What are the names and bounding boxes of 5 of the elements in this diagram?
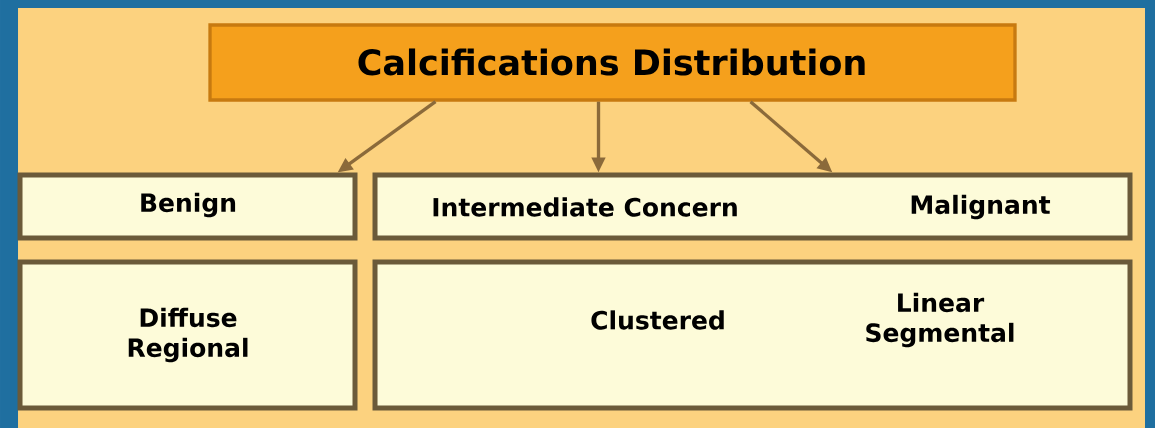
title-box: Calcifications Distribution (208, 23, 1017, 102)
category-box: Diffuse Regional (17, 259, 358, 411)
category-box: Intermediate Concern Malignant (372, 172, 1133, 241)
category-box: Clustered Linear Segmental (372, 259, 1133, 411)
category-box: Benign (17, 172, 358, 241)
